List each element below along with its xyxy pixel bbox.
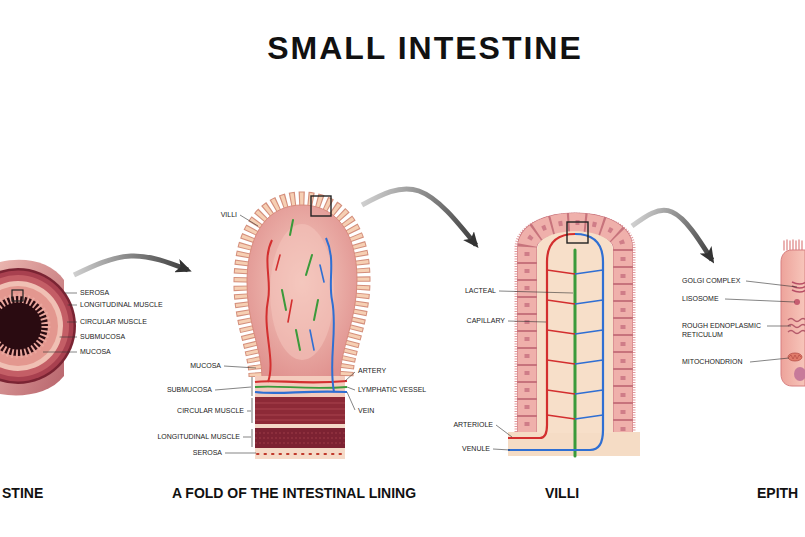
mitochondrion bbox=[788, 353, 802, 361]
artery-branch bbox=[266, 240, 272, 382]
part-label: MUCOSA bbox=[190, 362, 221, 371]
submucosa-ring bbox=[0, 281, 63, 371]
part-label: SEROSA bbox=[80, 289, 109, 298]
part-label: LISOSOME bbox=[682, 295, 719, 304]
part-label: SUBMUCOSA bbox=[80, 333, 125, 342]
leader-lines bbox=[215, 215, 355, 453]
part-label: SUBMUCOSA bbox=[167, 386, 212, 395]
layer-boundary bbox=[255, 424, 345, 428]
serosa-layer bbox=[255, 448, 345, 459]
diagram-title: SMALL INTESTINE bbox=[225, 32, 625, 64]
lacteal bbox=[574, 250, 577, 456]
zoom-arrow bbox=[362, 189, 476, 245]
muscle-fibres bbox=[255, 433, 345, 443]
venule-segments bbox=[310, 265, 324, 350]
zoom-square bbox=[567, 222, 588, 243]
part-label: VILLI bbox=[221, 211, 237, 220]
part-label: CIRCULAR MUSCLE bbox=[177, 407, 244, 416]
cell-body bbox=[781, 250, 805, 386]
part-label: ARTERY bbox=[358, 367, 386, 376]
golgi-complex bbox=[792, 282, 805, 292]
villus bbox=[493, 214, 640, 456]
capillary-links bbox=[575, 270, 603, 419]
villi-fringe-outline bbox=[247, 205, 357, 377]
panel-caption: STINE bbox=[2, 486, 43, 500]
part-label: CIRCULAR MUSCLE bbox=[80, 318, 147, 327]
lumen bbox=[0, 296, 48, 356]
fold-core bbox=[270, 224, 334, 360]
zoom-arrow bbox=[632, 210, 712, 260]
part-label: LYMPHATIC VESSEL bbox=[358, 386, 426, 395]
longitudinal-muscle-ring bbox=[0, 271, 74, 382]
nucleus bbox=[794, 367, 805, 381]
intestine-cross-section bbox=[0, 260, 77, 396]
circular-muscle-layer bbox=[255, 397, 345, 424]
part-label: ROUGH EDNOPLASMIC RETICULUM bbox=[682, 322, 768, 340]
part-label: MITOCHONDRION bbox=[682, 358, 743, 367]
panel-caption: A FOLD OF THE INTESTINAL LINING bbox=[172, 486, 416, 500]
part-label: LACTEAL bbox=[465, 287, 496, 296]
zoom-square bbox=[311, 196, 331, 216]
vein-branch bbox=[326, 238, 334, 392]
mucosa-ring bbox=[0, 286, 58, 366]
figure-panel: EPITH bbox=[712, 245, 805, 390]
layer-brackets bbox=[252, 377, 253, 447]
part-label: LONGITUDINAL MUSCLE bbox=[157, 433, 240, 442]
lumen-villi bbox=[0, 298, 46, 354]
serosa-dots bbox=[257, 453, 345, 455]
villi-fringe bbox=[247, 205, 357, 377]
capillary-segments bbox=[276, 255, 292, 322]
panel-caption: EPITH bbox=[757, 486, 798, 500]
part-label: VEIN bbox=[358, 407, 374, 416]
intestinal-fold bbox=[215, 196, 357, 459]
circular-muscle-ring bbox=[0, 275, 69, 377]
microvilli bbox=[784, 240, 802, 250]
longitudinal-muscle-layer bbox=[255, 428, 345, 448]
lacteal-segments bbox=[282, 220, 318, 350]
arteriole-capillary bbox=[508, 234, 575, 438]
zoom-square bbox=[12, 290, 23, 301]
figure-panel: A FOLD OF THE INTESTINAL LINING bbox=[188, 190, 362, 462]
leader-lines bbox=[493, 291, 573, 450]
venule-capillary bbox=[508, 234, 603, 450]
part-label: CAPILLARY bbox=[467, 317, 505, 326]
part-label: MUCOSA bbox=[80, 348, 111, 357]
fold-mucosa bbox=[247, 205, 357, 377]
part-label: VENULE bbox=[462, 445, 490, 454]
part-label: GOLGI COMPLEX bbox=[682, 277, 740, 286]
muscle-striations bbox=[255, 403, 345, 420]
leader-lines bbox=[43, 293, 77, 352]
panel-caption: VILLI bbox=[545, 486, 579, 500]
figure-panel: STINE bbox=[0, 258, 74, 398]
part-label: SEROSA bbox=[193, 449, 222, 458]
zoom-arrow bbox=[74, 256, 188, 275]
serosa-ring bbox=[0, 268, 76, 384]
figure-panel: VILLI bbox=[476, 212, 632, 458]
part-label: LONGITUDINAL MUSCLE bbox=[80, 301, 163, 310]
part-label: ARTERIOLE bbox=[453, 421, 493, 430]
mitochondrion-cristae bbox=[789, 355, 801, 359]
leader-lines bbox=[725, 281, 797, 362]
